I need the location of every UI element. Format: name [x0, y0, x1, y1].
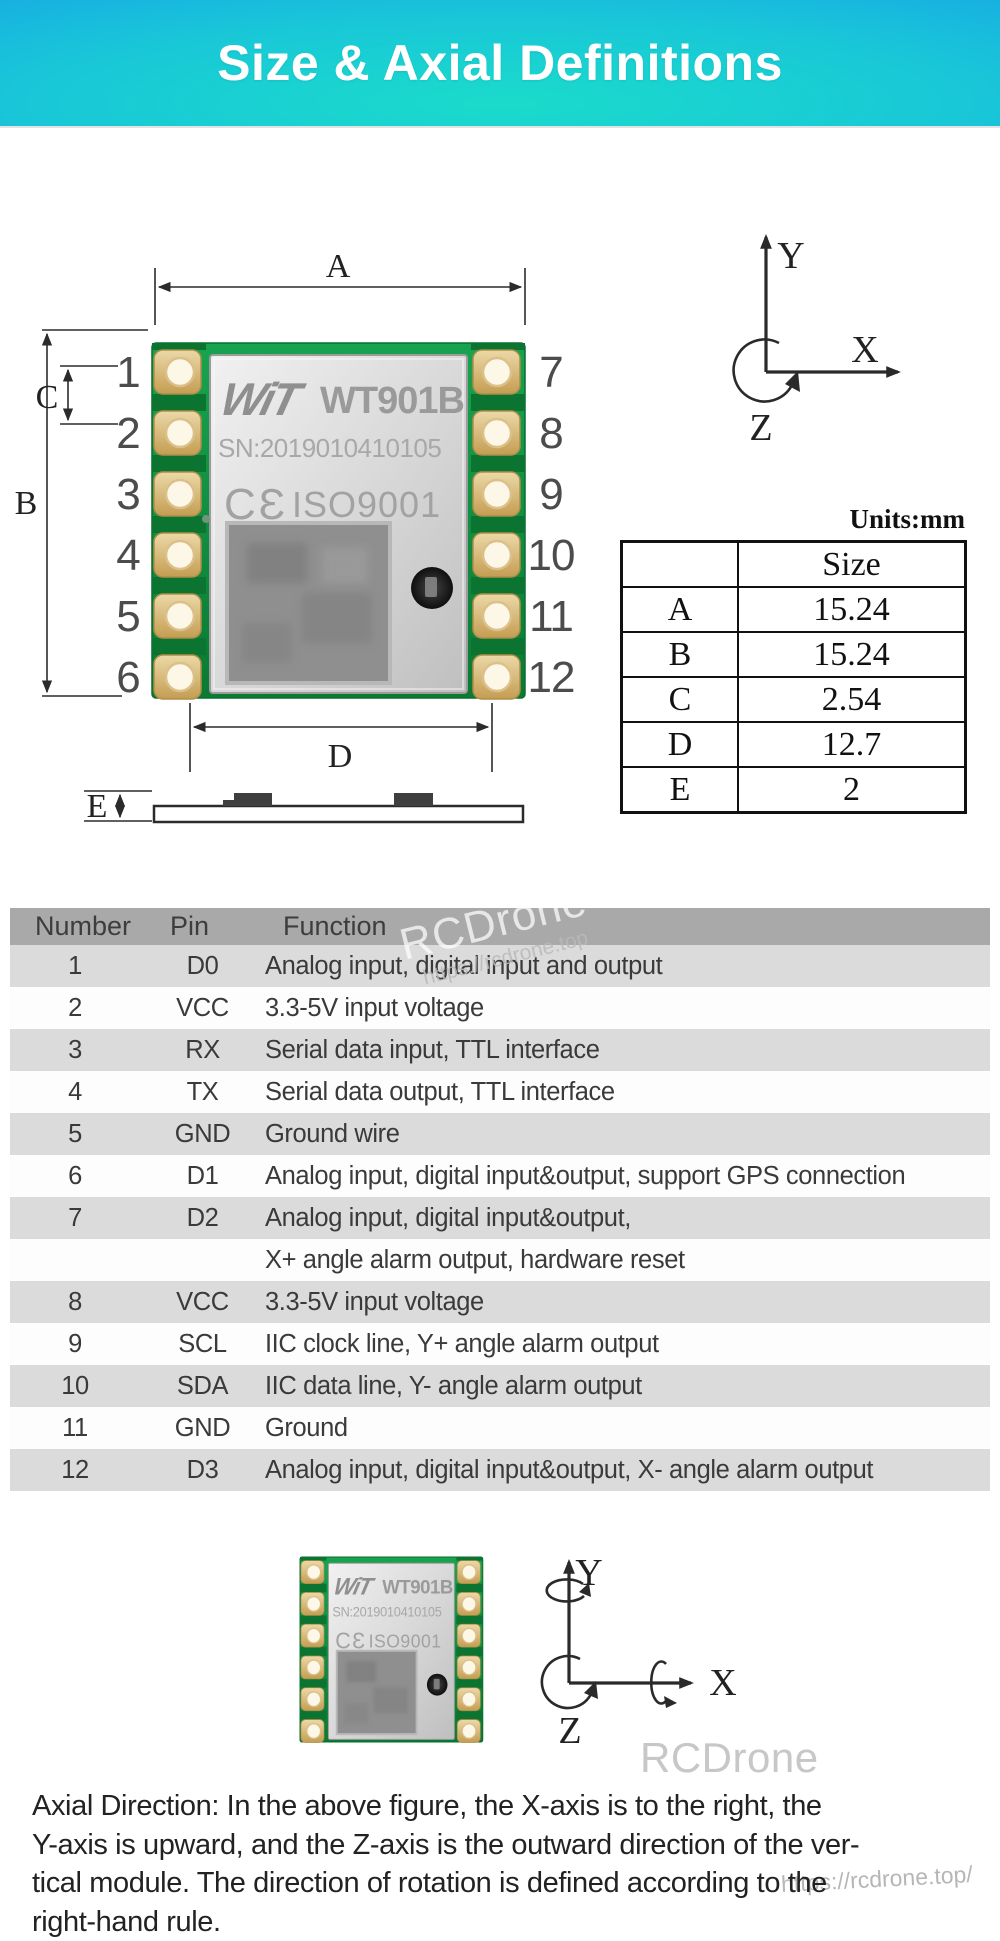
serial-text-small: SN:2019010410105 — [332, 1604, 441, 1619]
ce-mark-small: CƐ — [335, 1628, 367, 1654]
pcb-module: WiT WT901B SN:2019010410105 CƐ ISO9001 — [151, 342, 526, 700]
dimension-b: B — [15, 329, 148, 697]
pin-numbers: 1 2 3 4 5 6 7 8 9 10 11 12 — [116, 348, 575, 702]
size-table: Size A 15.24 B 15.24 C 2.54 D 12.7 E 2 — [620, 540, 967, 814]
pcb-edge-slots — [152, 343, 525, 655]
ce-mark: CƐ — [224, 480, 288, 529]
size-row-b: B 15.24 — [620, 631, 967, 678]
axis-diagram: Y X Z — [732, 234, 901, 449]
axial-figure-drawing: WiT WT901B SN:2019010410105 CƐ ISO9001 — [299, 1552, 737, 1752]
iso-text: ISO9001 — [292, 484, 441, 525]
dimension-c: C — [36, 365, 118, 425]
units-label: Units:mm — [849, 504, 966, 534]
pin-number-2: 2 — [116, 409, 139, 458]
model-text: WT901B — [320, 380, 464, 422]
dim-label-a: A — [326, 248, 351, 285]
size-table-header-row: Size — [620, 540, 967, 588]
z-rotation-arrowhead — [785, 371, 800, 392]
header-pin: Pin — [140, 908, 265, 945]
side-view: E — [84, 788, 525, 825]
axis-label-z: Z — [749, 407, 772, 449]
pin-number-3: 3 — [116, 470, 139, 519]
size-figure-drawing: A B C WiT WT901B SN:2019010410105 CƐ — [15, 234, 901, 825]
pin-number-10: 10 — [528, 531, 575, 580]
size-header-size: Size — [737, 540, 967, 588]
pin-number-9: 9 — [539, 470, 562, 519]
pin-number-4: 4 — [116, 531, 140, 580]
rot-axis-label-x: X — [709, 1662, 736, 1704]
pin-number-8: 8 — [539, 409, 562, 458]
iso-text-small: ISO9001 — [369, 1631, 442, 1652]
model-text-small: WT901B — [382, 1577, 452, 1599]
size-row-e: E 2 — [620, 766, 967, 814]
note-line: tical module. The direction of rotation … — [32, 1867, 827, 1900]
size-row-c: C 2.54 — [620, 676, 967, 723]
dim-label-c: C — [36, 379, 59, 416]
note-line: Y-axis is upward, and the Z-axis is the … — [32, 1828, 860, 1861]
solder-pads — [153, 349, 521, 700]
table-row: X+ angle alarm output, hardware reset — [10, 1239, 990, 1281]
dim-label-b: B — [15, 485, 38, 522]
pin-number-11: 11 — [529, 592, 573, 641]
rot-axis-label-z: Z — [558, 1710, 581, 1752]
axial-direction-note: Axial Direction: In the above figure, th… — [32, 1787, 982, 1941]
dim-label-d: D — [328, 738, 353, 775]
serial-text: SN:2019010410105 — [218, 433, 441, 463]
dim-label-e: E — [87, 788, 108, 825]
size-table-section: Units:mm Size A 15.24 B 15.24 C 2.54 D 1… — [620, 504, 967, 814]
size-row-a: A 15.24 — [620, 586, 967, 633]
pin-number-12: 12 — [528, 653, 575, 702]
page-title: Size & Axial Definitions — [217, 35, 783, 91]
note-line: Axial Direction: In the above figure, th… — [32, 1790, 822, 1822]
dimension-d: D — [189, 703, 493, 775]
axial-figure: WiT WT901B SN:2019010410105 CƐ ISO9001 — [180, 1540, 1000, 1795]
note-line: right-hand rule. — [32, 1905, 221, 1938]
header-function: Function — [265, 908, 990, 945]
pin-number-5: 5 — [116, 592, 139, 641]
pcb-module-small: WiT WT901B SN:2019010410105 CƐ ISO9001 — [299, 1556, 484, 1743]
rotation-axis-diagram: Y X Z — [540, 1552, 737, 1752]
size-header-blank — [620, 540, 739, 588]
size-figure: A B C WiT WT901B SN:2019010410105 CƐ — [0, 140, 1000, 840]
axis-label-y: Y — [777, 235, 804, 277]
title-banner: Size & Axial Definitions — [0, 0, 1000, 128]
pin-number-6: 6 — [116, 653, 139, 702]
pin-number-7: 7 — [539, 348, 562, 397]
pin-table-header-row: Number Pin Function — [10, 908, 990, 945]
size-row-d: D 12.7 — [620, 721, 967, 768]
dimension-a: A — [154, 248, 526, 325]
pin-number-1: 1 — [116, 348, 139, 397]
header-number: Number — [10, 908, 140, 945]
axis-label-x: X — [851, 329, 878, 371]
rot-axis-label-y: Y — [575, 1552, 602, 1594]
